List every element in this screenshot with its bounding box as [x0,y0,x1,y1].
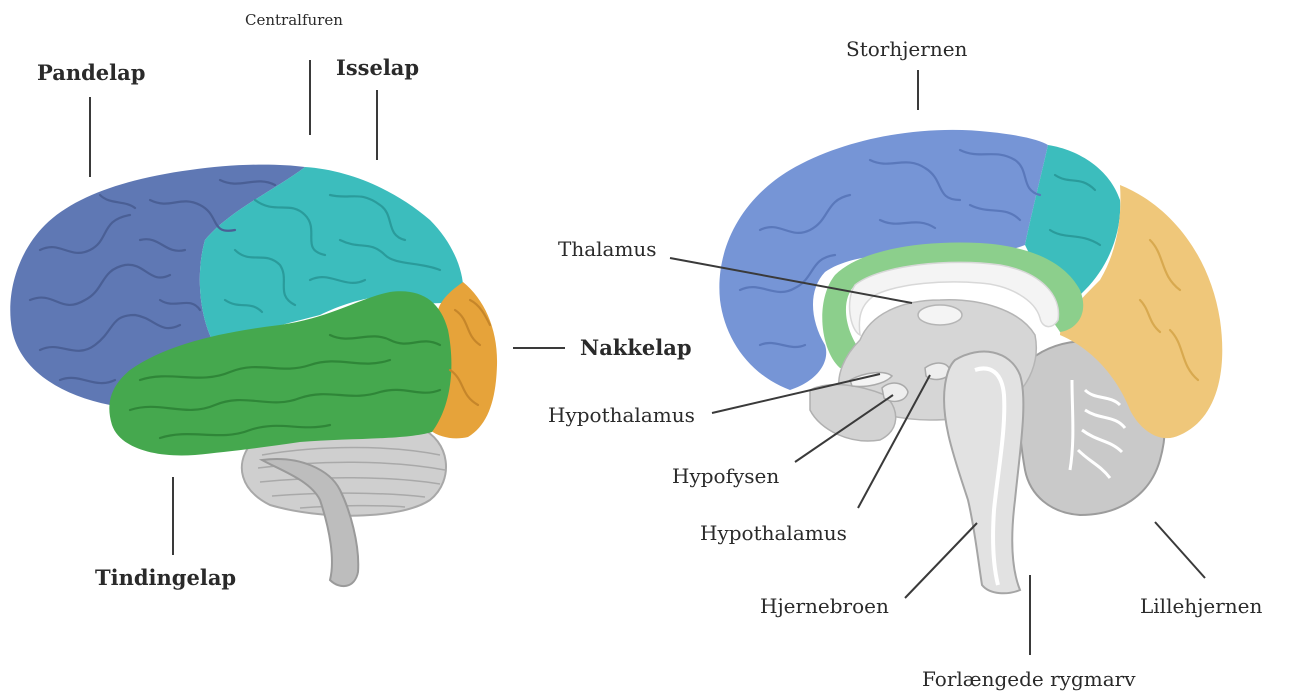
label-temporal-lobe: Tindingelap [95,565,236,590]
lateral-brain [10,60,565,586]
label-hypothalamus-1: Hypothalamus [548,403,695,427]
leader-cerebellum [1155,522,1205,578]
label-central-sulcus: Centralfuren [245,11,343,29]
pituitary-shape [882,383,908,401]
brainstem-medial [944,352,1023,594]
label-pituitary: Hypofysen [672,464,779,488]
label-cerebrum: Storhjernen [846,37,968,61]
label-occipital-lobe: Nakkelap [580,335,692,360]
label-pons: Hjernebroen [760,594,889,618]
label-cerebellum: Lillehjernen [1140,594,1263,618]
label-hypothalamus-2: Hypothalamus [700,521,847,545]
label-thalamus: Thalamus [558,237,657,261]
label-parietal-lobe: Isselap [336,55,419,80]
label-frontal-lobe: Pandelap [37,60,145,85]
leader-pons [905,523,977,598]
label-medulla: Forlængede rygmarv [922,667,1136,691]
medial-brain [670,70,1222,655]
thalamus-shape [918,305,962,325]
